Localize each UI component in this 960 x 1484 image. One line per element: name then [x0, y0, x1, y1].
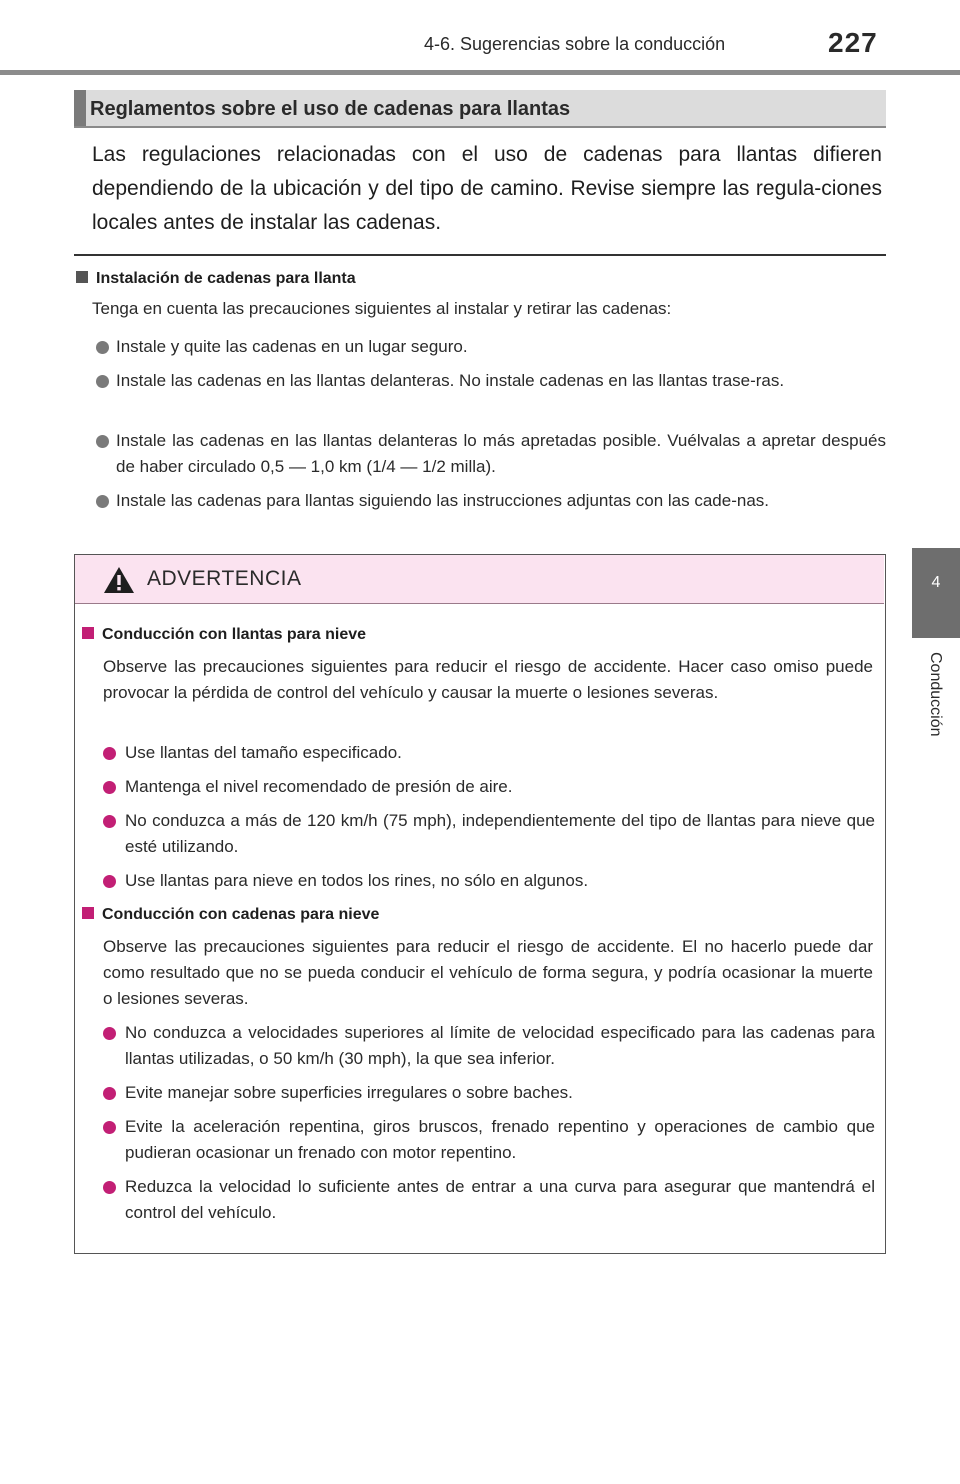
list-item: Instale las cadenas para llantas siguien… — [96, 488, 886, 514]
chapter-tab-label-area: Conducción — [912, 640, 960, 774]
list-item: Evite la aceleración repentina, giros br… — [103, 1114, 875, 1166]
warning-triangle-icon — [104, 567, 134, 593]
bullet-dot-icon — [96, 375, 109, 388]
list-item: Mantenga el nivel recomendado de presión… — [103, 774, 875, 800]
list-item: Use llantas del tamaño especificado. — [103, 740, 875, 766]
bullet-dot-icon — [103, 747, 116, 760]
list-item: Use llantas para nieve en todos los rine… — [103, 868, 875, 894]
square-bullet-icon — [76, 271, 88, 283]
list-item: Instale y quite las cadenas en un lugar … — [96, 334, 886, 360]
section-title: Reglamentos sobre el uso de cadenas para… — [90, 98, 571, 120]
page-number: 227 — [828, 27, 878, 58]
header-rule — [0, 70, 960, 75]
installation-heading: Instalación de cadenas para llanta — [76, 270, 356, 288]
chapter-tab: 4 — [912, 548, 960, 638]
chapter-label: Conducción — [927, 652, 944, 737]
bullet-dot-icon — [103, 815, 116, 828]
list-item: Reduzca la velocidad lo suficiente antes… — [103, 1174, 875, 1226]
warning-lead: Observe las precauciones siguientes para… — [103, 657, 873, 702]
list-item: Evite manejar sobre superficies irregula… — [103, 1080, 875, 1106]
warning-subheading: Conducción con llantas para nieve — [82, 626, 366, 644]
list-item: No conduzca a más de 120 km/h (75 mph), … — [103, 808, 875, 860]
section-divider — [74, 254, 886, 256]
chapter-number: 4 — [931, 574, 941, 591]
installation-lead: Tenga en cuenta las precauciones siguien… — [92, 299, 672, 318]
warning-header: ADVERTENCIA — [75, 555, 884, 604]
chapter-section-title: 4-6. Sugerencias sobre la conducción — [424, 34, 726, 54]
bullet-dot-icon — [96, 341, 109, 354]
bullet-dot-icon — [103, 1027, 116, 1040]
square-bullet-icon — [82, 907, 94, 919]
list-item: Instale las cadenas en las llantas delan… — [96, 428, 886, 480]
warning-lead: Observe las precauciones siguientes para… — [103, 937, 873, 1008]
warning-title: ADVERTENCIA — [147, 567, 302, 590]
installation-heading-text: Instalación de cadenas para llanta — [96, 270, 356, 287]
section-heading-bar: Reglamentos sobre el uso de cadenas para… — [74, 90, 886, 128]
list-item: No conduzca a velocidades superiores al … — [103, 1020, 875, 1072]
bullet-dot-icon — [103, 1181, 116, 1194]
bullet-dot-icon — [103, 875, 116, 888]
warning-box: ADVERTENCIA — [74, 554, 886, 1254]
bullet-dot-icon — [103, 1087, 116, 1100]
bullet-dot-icon — [103, 1121, 116, 1134]
bullet-dot-icon — [96, 495, 109, 508]
list-item: Instale las cadenas en las llantas delan… — [96, 368, 886, 394]
warning-subheading: Conducción con cadenas para nieve — [82, 906, 379, 924]
bullet-dot-icon — [103, 781, 116, 794]
section-intro: Las regulaciones relacionadas con el uso… — [92, 143, 882, 234]
square-bullet-icon — [82, 627, 94, 639]
section-accent — [74, 90, 86, 126]
bullet-dot-icon — [96, 435, 109, 448]
